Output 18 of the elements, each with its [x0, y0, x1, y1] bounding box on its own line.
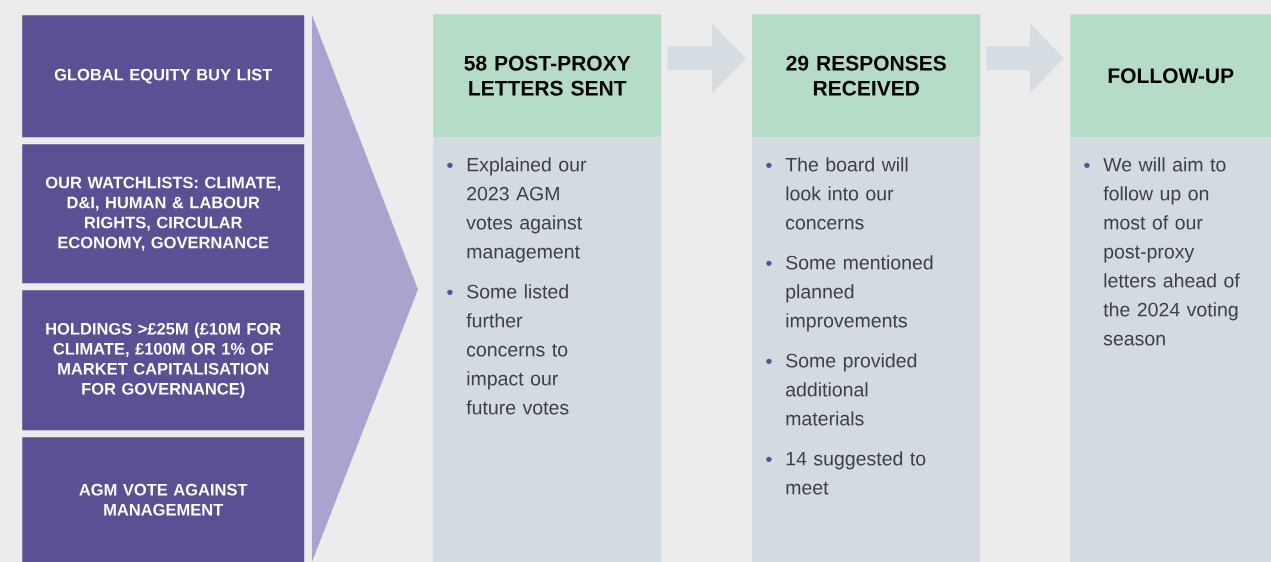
bullet-item: Some listed further concerns to impact our future votes [447, 284, 569, 415]
column-header: 58 POST-PROXY LETTERS SENT [433, 14, 662, 138]
bullet-item: 14 suggested to meet [766, 451, 926, 495]
funnel-chevron [312, 15, 418, 562]
bullet-item: Some provided additional materials [766, 353, 917, 426]
column-body [433, 137, 662, 562]
criteria-box: AGM VOTE AGAINST MANAGEMENT [22, 437, 305, 562]
column-body [1070, 137, 1271, 562]
bullet-item: Explained our 2023 AGM votes against management [447, 157, 587, 263]
bullet-item: The board will look into our concerns [766, 157, 908, 230]
criteria-box: GLOBAL EQUITY BUY LIST [22, 15, 305, 138]
column-header: 29 RESPONSES RECEIVED [752, 14, 981, 138]
column-header: FOLLOW-UP [1070, 14, 1271, 138]
bullet-item: We will aim to follow up on most of our post-proxy letters ahead of the 2024 voting season [1084, 157, 1240, 346]
column-body [752, 137, 981, 562]
bullet-item: Some mentioned planned improvements [766, 255, 933, 332]
criteria-box: OUR WATCHLISTS: CLIMATE, D&I, HUMAN & LABOUR RIGHTS, CIRCULAR ECONOMY, GOVERNANCE [22, 144, 305, 284]
criteria-box: HOLDINGS >£25M (£10M FOR CLIMATE, £100M OR 1% OF MARKET CAPITALISATION FOR GOVERNANCE) [22, 290, 305, 431]
